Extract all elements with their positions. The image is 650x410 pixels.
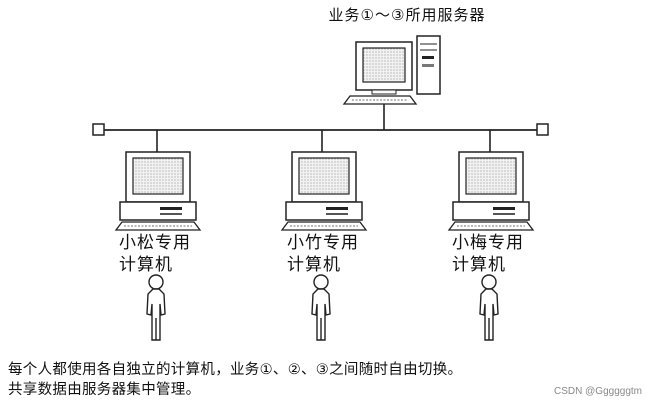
server-computer (342, 35, 441, 105)
person-icon (479, 274, 499, 341)
server-title: 业务①～③所用服务器 (328, 6, 486, 24)
person-icon (146, 274, 166, 341)
bus-terminator-left (92, 123, 105, 136)
client-computer (447, 151, 535, 231)
client-computer (114, 151, 202, 231)
diagram-caption: 每个人都使用各自独立的计算机，业务①、②、③之间随时自由切换。 共享数据由服务器… (8, 360, 628, 400)
computer-label-komatsu: 小松专用 计算机 (119, 232, 219, 276)
person-icon (311, 274, 331, 341)
computer-label-name: 小竹专用 (287, 233, 359, 253)
computer-label-name: 小梅专用 (452, 233, 524, 253)
computer-label-sub: 计算机 (287, 255, 341, 275)
caption-line: 每个人都使用各自独立的计算机，业务①、②、③之间随时自由切换。 (8, 362, 463, 378)
computer-label-kotake: 小竹专用 计算机 (287, 232, 387, 276)
computer-label-sub: 计算机 (452, 255, 506, 275)
client-computer (280, 151, 368, 231)
computer-label-sub: 计算机 (119, 255, 173, 275)
caption-line: 共享数据由服务器集中管理。 (8, 382, 201, 398)
computer-label-koume: 小梅专用 计算机 (452, 232, 552, 276)
watermark: CSDN @Ggggggtm (554, 386, 642, 397)
bus-terminator-right (536, 123, 549, 136)
network-bus (92, 123, 549, 136)
computer-label-name: 小松专用 (119, 233, 191, 253)
